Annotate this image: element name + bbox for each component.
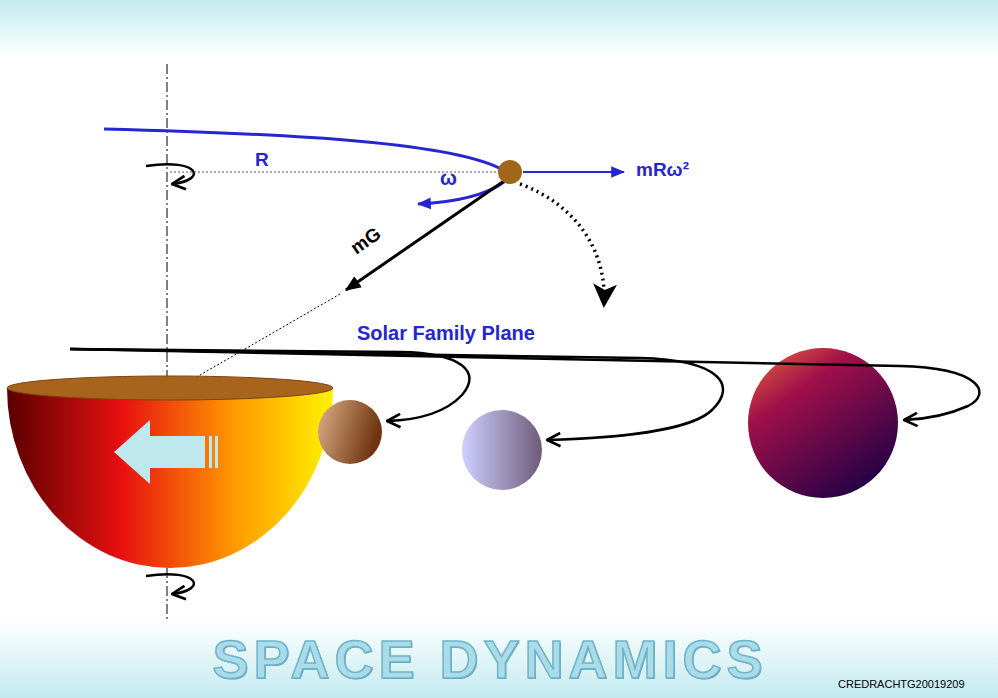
omega-label: ω [440, 167, 457, 190]
banner-title: SPACE DYNAMICS [190, 628, 790, 690]
motion-arrow-bar [209, 436, 212, 468]
code-label: CREDRACHTG20019209 [838, 678, 965, 691]
top-band [0, 0, 998, 56]
angular-velocity-arrow [418, 182, 504, 204]
radius-label: R [255, 149, 269, 171]
spin-arrow [146, 164, 194, 184]
plane-orbit-line [70, 349, 723, 440]
gravity-label: mG [347, 223, 385, 259]
spin-arrow [146, 574, 194, 594]
force-label: mRω² [636, 159, 689, 181]
planet [318, 400, 382, 464]
fall-path-arrow [520, 184, 604, 304]
planet [462, 410, 542, 490]
bottom-band [0, 620, 998, 698]
sun-bowl [7, 388, 333, 568]
centrifugal-arrow [523, 171, 624, 173]
mass-ball [498, 160, 522, 184]
planet [748, 348, 898, 498]
plane-label: Solar Family Plane [357, 322, 535, 345]
sun-top [7, 376, 333, 400]
plane-orbit-line [70, 349, 979, 420]
motion-arrow [114, 420, 205, 484]
orbit-curve [104, 129, 503, 170]
gravity-arrow [346, 181, 504, 290]
motion-arrow-bar [215, 436, 218, 468]
plane-orbit-line [70, 349, 469, 421]
